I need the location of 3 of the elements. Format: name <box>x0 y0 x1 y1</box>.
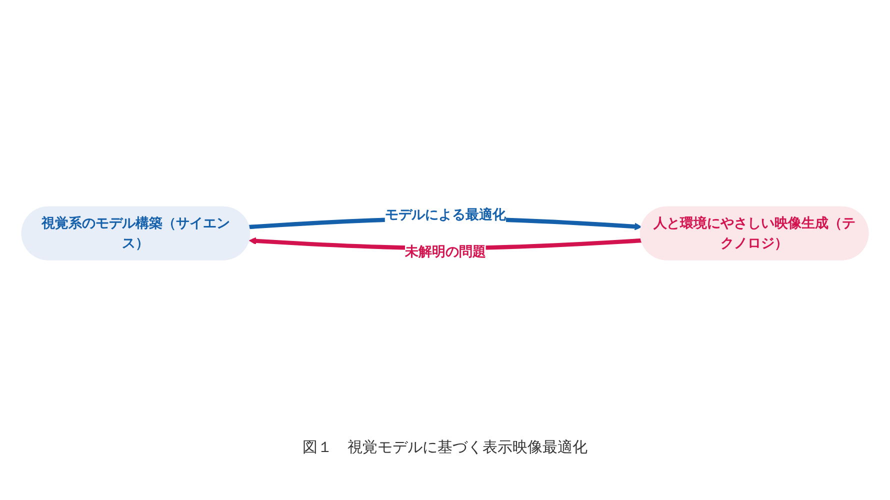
figure-caption: 図１ 視覚モデルに基づく表示映像最適化 <box>302 438 588 456</box>
edge-label: 未解明の問題 <box>405 244 486 260</box>
edge-label: モデルによる最適化 <box>384 206 506 223</box>
